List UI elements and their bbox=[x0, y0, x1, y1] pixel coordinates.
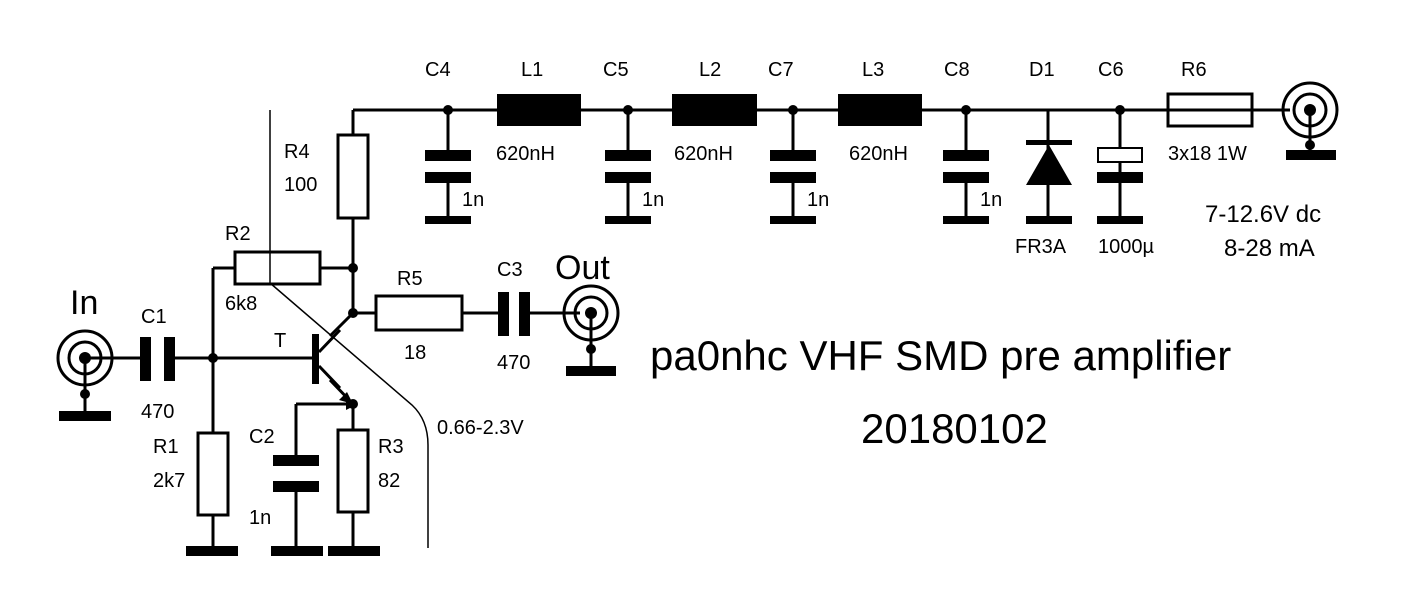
inductor-l1 bbox=[497, 94, 581, 126]
resistor-r2 bbox=[233, 250, 322, 286]
label-t: T bbox=[274, 330, 286, 352]
value-r5: 18 bbox=[404, 342, 426, 364]
label-r3: R3 bbox=[378, 436, 404, 458]
label-r6: R6 bbox=[1181, 59, 1207, 81]
title-block: pa0nhc VHF SMD pre amplifier 20180102 bbox=[650, 332, 1231, 452]
label-r5: R5 bbox=[397, 268, 423, 290]
value-c1: 470 bbox=[141, 401, 174, 423]
value-d1: FR3A bbox=[1015, 236, 1067, 258]
connector-supply bbox=[1281, 81, 1339, 150]
ground-symbols bbox=[59, 150, 1336, 556]
separator-lines bbox=[269, 110, 429, 548]
value-l1: 620nH bbox=[496, 143, 555, 165]
supply-current: 8-28 mA bbox=[1224, 235, 1315, 262]
label-c1: C1 bbox=[141, 306, 167, 328]
connector-out bbox=[562, 284, 620, 354]
label-c3: C3 bbox=[497, 259, 523, 281]
label-c7: C7 bbox=[768, 59, 794, 81]
label-out: Out bbox=[555, 249, 610, 287]
resistor-r4 bbox=[336, 133, 370, 220]
value-r2: 6k8 bbox=[225, 293, 257, 315]
label-c5: C5 bbox=[603, 59, 629, 81]
label-r4: R4 bbox=[284, 141, 310, 163]
inductor-l2 bbox=[672, 94, 757, 126]
label-l3: L3 bbox=[862, 59, 884, 81]
value-r4: 100 bbox=[284, 174, 317, 196]
capacitor-c1 bbox=[140, 337, 175, 381]
label-l2: L2 bbox=[699, 59, 721, 81]
label-c4: C4 bbox=[425, 59, 451, 81]
label-c8: C8 bbox=[944, 59, 970, 81]
resistor-r3 bbox=[336, 428, 370, 514]
value-r3: 82 bbox=[378, 470, 400, 492]
value-l2: 620nH bbox=[674, 143, 733, 165]
emitter-arrow bbox=[346, 398, 358, 410]
resistor-r6 bbox=[1166, 92, 1254, 128]
capacitor-c7 bbox=[770, 150, 816, 183]
junction-dots bbox=[208, 105, 1125, 409]
diode-d1 bbox=[1026, 140, 1072, 185]
label-r1: R1 bbox=[153, 436, 179, 458]
component-labels: C4 L1 C5 L2 C7 L3 C8 D1 C6 R6 620nH 620n… bbox=[141, 59, 1247, 529]
label-c2: C2 bbox=[249, 426, 275, 448]
diagram-date: 20180102 bbox=[861, 405, 1048, 452]
capacitor-c4 bbox=[425, 150, 471, 183]
label-in: In bbox=[70, 284, 98, 322]
value-c8: 1n bbox=[980, 189, 1002, 211]
io-labels: In Out bbox=[70, 249, 610, 322]
label-r2: R2 bbox=[225, 223, 251, 245]
emitter-voltage: 0.66-2.3V bbox=[437, 417, 524, 439]
value-c3: 470 bbox=[497, 352, 530, 374]
value-c6: 1000µ bbox=[1098, 236, 1154, 258]
value-r6: 3x18 1W bbox=[1168, 143, 1247, 165]
inductor-l3 bbox=[838, 94, 922, 126]
supply-voltage: 7-12.6V dc bbox=[1205, 201, 1321, 228]
capacitor-c6-electrolytic bbox=[1097, 147, 1143, 183]
label-l1: L1 bbox=[521, 59, 543, 81]
resistor-r5 bbox=[374, 294, 464, 332]
connector-in bbox=[56, 329, 114, 399]
value-c4: 1n bbox=[462, 189, 484, 211]
value-c7: 1n bbox=[807, 189, 829, 211]
label-d1: D1 bbox=[1029, 59, 1055, 81]
resistor-r1 bbox=[196, 431, 230, 517]
value-r1: 2k7 bbox=[153, 470, 185, 492]
value-l3: 620nH bbox=[849, 143, 908, 165]
capacitor-c3 bbox=[498, 292, 530, 336]
value-c5: 1n bbox=[642, 189, 664, 211]
capacitor-c2 bbox=[273, 455, 319, 492]
capacitor-c8 bbox=[943, 150, 989, 183]
capacitor-c5 bbox=[605, 150, 651, 183]
diagram-title: pa0nhc VHF SMD pre amplifier bbox=[650, 332, 1231, 379]
label-c6: C6 bbox=[1098, 59, 1124, 81]
supply-labels: 7-12.6V dc 8-28 mA bbox=[1205, 201, 1321, 262]
value-c2: 1n bbox=[249, 507, 271, 529]
transistor-t bbox=[312, 328, 353, 404]
